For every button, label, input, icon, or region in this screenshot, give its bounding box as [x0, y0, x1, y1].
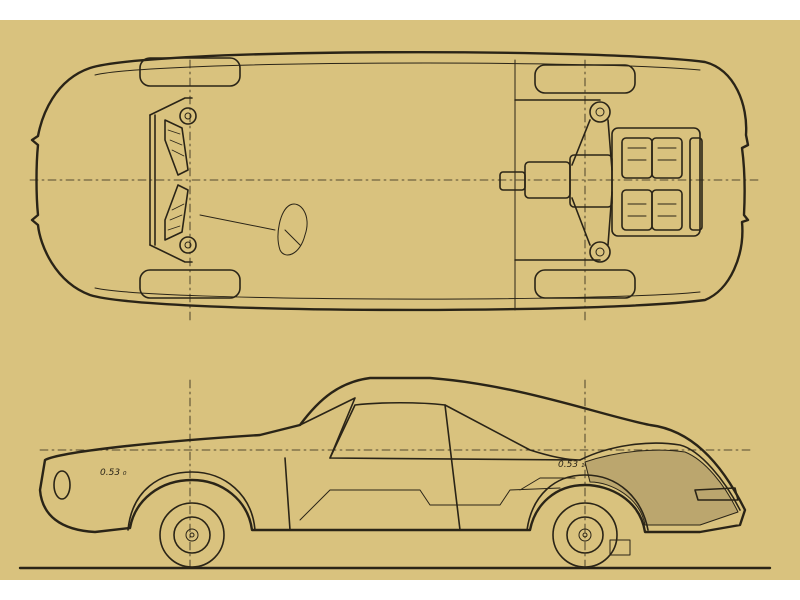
plan-rear-right-wheel [534, 269, 636, 299]
plan-engine [611, 127, 703, 237]
side-view: 0.53 ₀ 0.53 ₁ [18, 376, 772, 570]
plan-front-right-wheel [139, 269, 241, 299]
plan-front-suspension [149, 97, 197, 263]
rear-dimension-mark: 0.53 ₁ [558, 460, 585, 470]
side-mechanics-sketch [299, 477, 631, 556]
plan-view [29, 50, 761, 321]
side-windshield [299, 397, 356, 459]
plan-steering-sketch [199, 203, 308, 256]
front-dimension-mark: 0.53 ₀ [100, 468, 127, 478]
blueprint-sheet: 0.53 ₀ 0.53 ₁ [0, 20, 800, 580]
side-taillamp [694, 487, 739, 501]
side-rear-wheel [552, 502, 618, 568]
plan-rear-left-wheel [534, 64, 636, 94]
plan-front-left-wheel [139, 57, 241, 87]
side-door-front-edge [284, 457, 291, 531]
plan-body-outline [30, 50, 750, 312]
side-front-wheel [159, 502, 225, 568]
side-headlamp [53, 470, 71, 500]
side-front-arch [127, 471, 256, 531]
side-door-pillar [444, 404, 461, 531]
plan-body-inner-line [94, 62, 701, 300]
side-rear-shade [584, 449, 739, 526]
side-rear-arch [526, 474, 649, 531]
side-body-outline [38, 376, 747, 534]
side-rear-panel [579, 442, 741, 511]
